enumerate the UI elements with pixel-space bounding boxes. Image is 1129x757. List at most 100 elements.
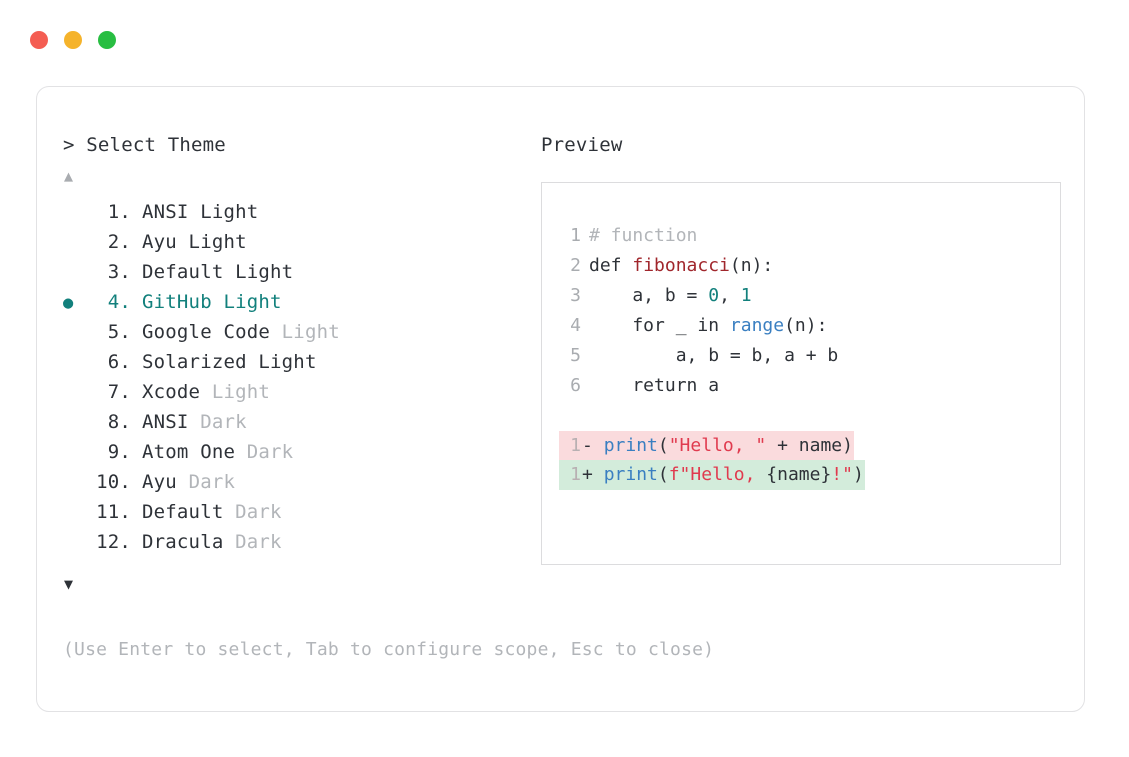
theme-list-item[interactable]: 6. Solarized Light (63, 347, 533, 377)
theme-list-item[interactable]: 1. ANSI Light (63, 197, 533, 227)
code-gap (542, 401, 1060, 431)
theme-list-item[interactable]: 12. Dracula Dark (63, 527, 533, 557)
code-token: fibonacci (632, 255, 730, 276)
diff-line-add: 1+ print(f"Hello, {name}!") (542, 460, 1060, 490)
maximize-dot[interactable] (98, 31, 116, 49)
minimize-dot[interactable] (64, 31, 82, 49)
theme-item-mode: Dark (188, 471, 236, 493)
theme-item-name: Default Light (142, 261, 294, 283)
close-dot[interactable] (30, 31, 48, 49)
theme-item-name: ANSI Light (142, 201, 259, 223)
code-token: return a (589, 375, 720, 396)
theme-item-number: 2. (107, 231, 131, 253)
select-theme-prompt: > Select Theme (63, 134, 226, 156)
theme-list-item[interactable]: 9. Atom One Dark (63, 437, 533, 467)
code-token: ) (852, 464, 864, 485)
theme-item-number: 9. (107, 441, 131, 463)
code-line-text: def fibonacci(n): (589, 251, 773, 281)
code-token: for _ in (589, 315, 730, 336)
theme-item-mode: Dark (235, 501, 282, 523)
theme-item-mode: Dark (246, 441, 294, 463)
line-number: 5 (570, 345, 581, 366)
code-token: , (719, 285, 741, 306)
theme-item-name: Atom One Dark (142, 441, 294, 463)
code-line: 3 a, b = 0, 1 (542, 281, 1060, 311)
line-number: 2 (570, 255, 581, 276)
theme-list-item[interactable]: 3. Default Light (63, 257, 533, 287)
code-token: a, b = (589, 285, 709, 306)
diff-line-text: + print(f"Hello, {name}!") (582, 460, 865, 490)
keyboard-hint: (Use Enter to select, Tab to configure s… (63, 639, 715, 660)
code-line-text: for _ in range(n): (589, 311, 827, 341)
theme-list-item[interactable]: ● 4. GitHub Light (63, 287, 533, 317)
theme-list-panel: > Select Theme ▲ 1. ANSI Light 2. Ayu Light… (63, 133, 533, 595)
code-line-text: return a (589, 371, 719, 401)
code-token: "Hello, " (668, 435, 767, 456)
theme-item-mode: Light (281, 321, 340, 343)
code-line: 6 return a (542, 371, 1060, 401)
line-number: 1 (559, 460, 582, 490)
theme-item-number: 1. (107, 201, 131, 223)
theme-item-name: GitHub Light (142, 291, 282, 313)
code-line-text: a, b = b, a + b (589, 341, 839, 371)
theme-list-item[interactable]: 8.ANSI Dark (63, 407, 533, 437)
theme-item-name: Ayu Light (142, 231, 247, 253)
theme-item-mode: Dark (200, 411, 247, 433)
diff-line-text: - print("Hello, " + name) (582, 431, 854, 461)
theme-item-number: 3. (107, 261, 131, 283)
line-number: 3 (570, 285, 581, 306)
line-number: 1 (570, 225, 581, 246)
code-token: ( (657, 435, 669, 456)
scroll-up-arrow-icon[interactable]: ▲ (64, 167, 74, 185)
code-token: range (729, 315, 785, 336)
theme-list-item[interactable]: 7.Xcode Light (63, 377, 533, 407)
scroll-down-arrow-icon[interactable]: ▼ (64, 575, 74, 593)
theme-item-name: Solarized Light (142, 351, 317, 373)
theme-list-item[interactable]: 5. Google Code Light (63, 317, 533, 347)
theme-list-item[interactable]: 2. Ayu Light (63, 227, 533, 257)
code-line: 5 a, b = b, a + b (542, 341, 1060, 371)
theme-list-item[interactable]: 11. Default Dark (63, 497, 533, 527)
theme-item-name: Google Code Light (142, 321, 340, 343)
code-token: !" (831, 464, 853, 485)
code-token: f"Hello, (668, 464, 767, 485)
code-line: 1 # function (542, 221, 1060, 251)
theme-list: 1. ANSI Light 2. Ayu Light 3. Default Light ● 4… (63, 197, 533, 557)
code-token: def (589, 255, 633, 276)
theme-item-name: Dracula Dark (142, 531, 282, 553)
theme-list-item[interactable]: 10.Ayu Dark (63, 467, 533, 497)
code-token: + name) (766, 435, 853, 456)
code-token: ( (657, 464, 669, 485)
theme-item-number: 11. (96, 501, 131, 523)
theme-item-number: 5. (107, 321, 131, 343)
window-traffic-lights (30, 31, 116, 49)
theme-item-number: 10. (96, 471, 131, 493)
line-number: 4 (570, 315, 581, 336)
code-line-text: # function (589, 221, 697, 251)
code-token: - (582, 435, 604, 456)
theme-item-number: 4. (107, 291, 131, 313)
code-line: 2 def fibonacci(n): (542, 251, 1060, 281)
theme-item-number: 6. (107, 351, 131, 373)
code-token: {name} (766, 464, 832, 485)
code-token: (n): (784, 315, 828, 336)
code-line: 4 for _ in range(n): (542, 311, 1060, 341)
diff-line-del: 1- print("Hello, " + name) (542, 431, 1060, 461)
code-token: 0 (708, 285, 720, 306)
theme-selector-card: > Select Theme ▲ 1. ANSI Light 2. Ayu Light… (36, 86, 1085, 712)
code-line-text: a, b = 0, 1 (589, 281, 752, 311)
theme-item-name: Default Dark (142, 501, 282, 523)
code-token: + (582, 464, 604, 485)
theme-item-number: 8. (107, 411, 131, 433)
code-token: (n): (729, 255, 774, 276)
selected-bullet-icon: ● (63, 293, 74, 313)
code-token: print (603, 464, 658, 485)
line-number: 6 (570, 375, 581, 396)
theme-item-name: Xcode Light (142, 381, 271, 403)
theme-item-number: 12. (96, 531, 131, 553)
code-token: 1 (740, 285, 752, 306)
theme-item-mode: Dark (235, 531, 282, 553)
